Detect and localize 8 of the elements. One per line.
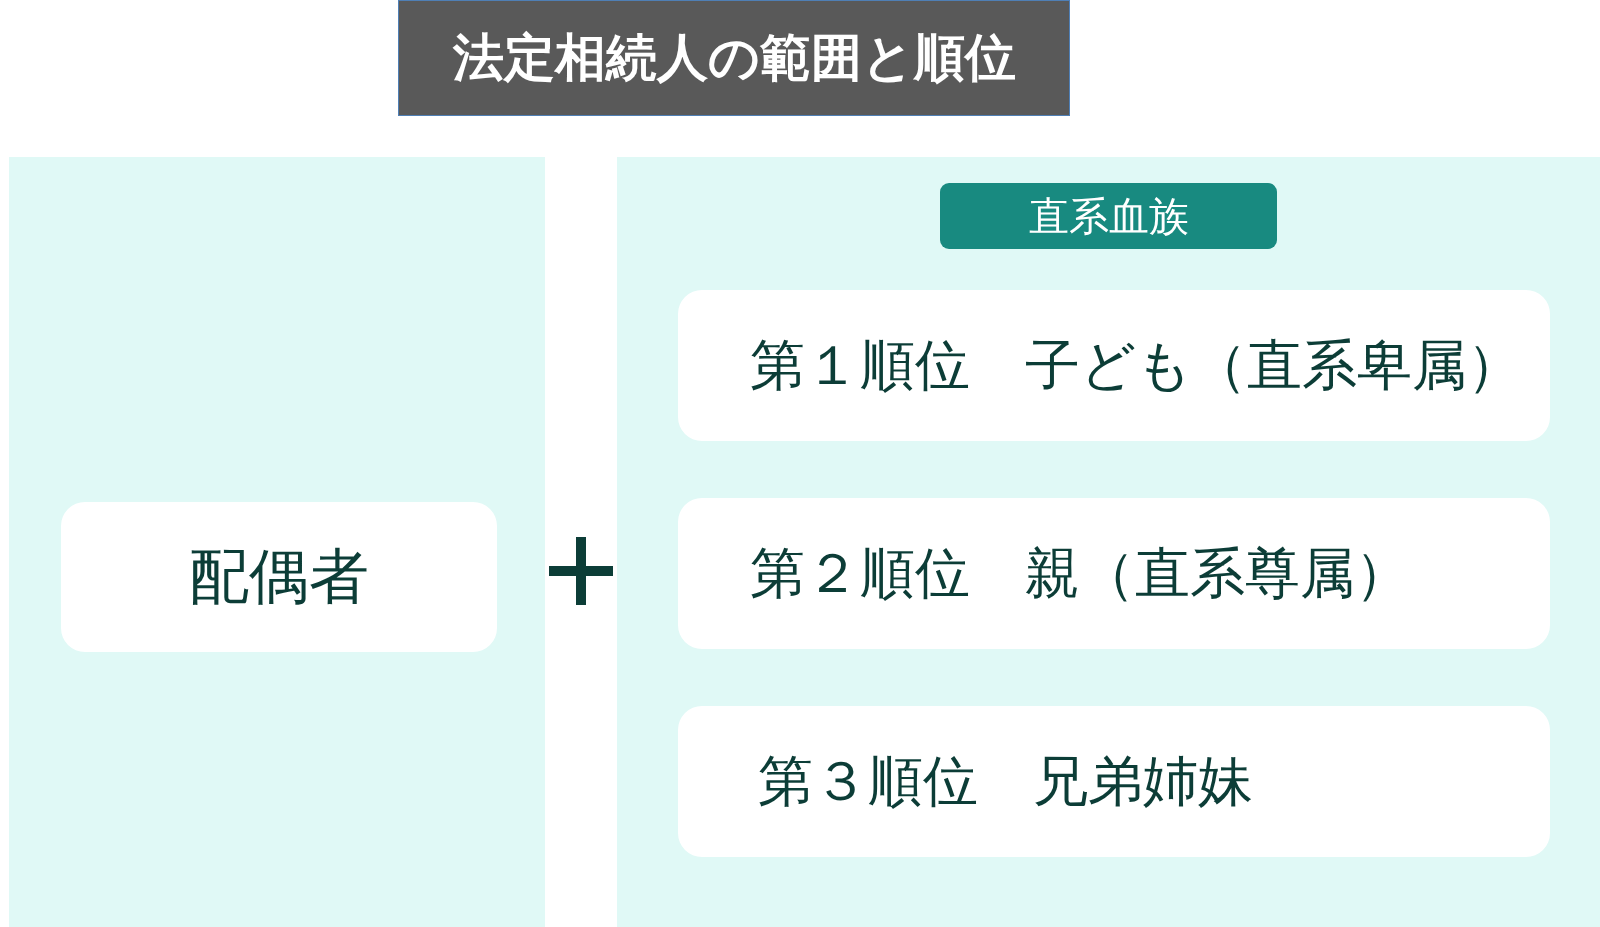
heir-box: 配偶者 bbox=[61, 502, 497, 652]
rank-box: 第２順位 親（直系尊属） bbox=[678, 498, 1550, 649]
category-tag: 直系血族 bbox=[940, 183, 1277, 249]
right-panel bbox=[617, 157, 1600, 927]
rank-box: 第１順位 子ども（直系卑属） bbox=[678, 290, 1550, 441]
rank-box: 第３順位 兄弟姉妹 bbox=[678, 706, 1550, 857]
title-banner: 法定相続人の範囲と順位 bbox=[398, 0, 1070, 116]
left-panel bbox=[9, 157, 545, 927]
